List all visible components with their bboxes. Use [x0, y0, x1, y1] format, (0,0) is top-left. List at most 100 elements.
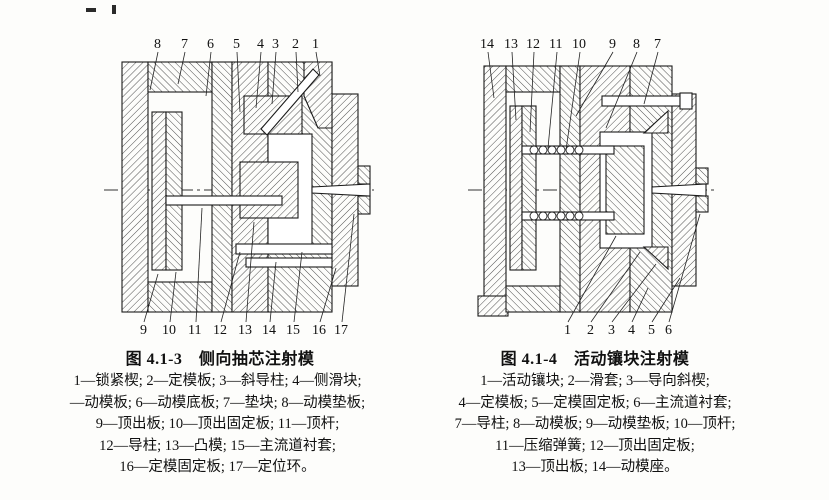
- locating-ring-upper: [357, 165, 371, 185]
- leader-line: [255, 51, 262, 109]
- locating-ring-lower: [357, 195, 371, 215]
- legend-line: —动模板; 6—动模底板; 7—垫块; 8—动模垫板;: [69, 394, 366, 411]
- callout-number: 4: [628, 323, 635, 338]
- leader-line: [293, 251, 303, 323]
- leader-line: [143, 273, 159, 323]
- ejector-retainer-plate: [521, 105, 537, 271]
- callout-number: 4: [257, 37, 264, 52]
- return-pin: [245, 257, 333, 268]
- leader-line: [271, 51, 277, 105]
- figure-legend-left: 1—锁紧楔; 2—定模板; 3—斜导柱; 4—侧滑块; —动模板; 6—动模底板…: [30, 371, 405, 479]
- leader-line: [245, 221, 255, 323]
- callout-numbers-bottom: 1 2 3 4 5 6: [564, 323, 672, 338]
- leader-line: [205, 51, 212, 97]
- legend-line: 7—导柱; 8—动模板; 9—动模垫板; 10—顶杆;: [454, 416, 736, 433]
- legend-line: 13—顶出板; 14—动模座。: [511, 459, 679, 476]
- leader-lines: [143, 51, 355, 323]
- leader-line: [611, 263, 657, 323]
- core-punch: [239, 161, 299, 219]
- legend-line: 16—定模固定板; 17—定位环。: [119, 459, 316, 476]
- moving-backing-plate: [559, 65, 581, 313]
- mold-base-plate: [121, 61, 149, 313]
- spring-coil: [538, 145, 548, 155]
- leader-line: [567, 235, 617, 323]
- guide-pillar: [601, 95, 681, 107]
- moving-mold-seat: [483, 65, 507, 313]
- legend-line: 1—活动镶块; 2—滑套; 3—导向斜楔;: [480, 373, 710, 389]
- leader-line: [529, 51, 535, 133]
- callout-number: 3: [608, 323, 615, 338]
- legend-line: 1—锁紧楔; 2—定模板; 3—斜导柱; 4—侧滑块;: [73, 373, 362, 389]
- spring-coil: [538, 211, 548, 221]
- callout-numbers-top: 8 7 6 5 4 3 2 1: [154, 37, 319, 52]
- callout-number: 2: [587, 323, 594, 338]
- callout-number: 17: [334, 323, 348, 338]
- callout-number: 12: [213, 323, 227, 338]
- ejector-rod: [165, 195, 283, 206]
- spring-coil: [529, 211, 539, 221]
- spring-coil: [565, 145, 575, 155]
- leader-line: [547, 51, 558, 149]
- leader-line: [195, 207, 203, 323]
- guide-pillar-head: [679, 92, 693, 110]
- spring-coil: [529, 145, 539, 155]
- angled-guide-pin: [260, 68, 320, 136]
- ejector-plate: [509, 105, 523, 271]
- callout-number: 13: [504, 37, 518, 52]
- leader-line: [590, 251, 641, 323]
- support-plate: [211, 61, 233, 313]
- callout-number: 6: [665, 323, 672, 338]
- callout-number: 14: [262, 323, 276, 338]
- leader-line: [149, 51, 159, 91]
- leader-line: [169, 271, 177, 323]
- spacer-block-bottom: [147, 281, 213, 313]
- callout-number: 14: [480, 37, 494, 52]
- leader-line: [315, 51, 321, 77]
- leader-lines: [487, 51, 701, 323]
- leader-line: [269, 261, 277, 323]
- callout-number: 7: [181, 37, 188, 52]
- leader-line: [341, 213, 355, 323]
- leader-line: [651, 277, 681, 323]
- callout-number: 9: [609, 37, 616, 52]
- leader-line: [643, 51, 659, 105]
- guide-wedge-bottom: [642, 246, 669, 271]
- leader-line: [177, 51, 186, 85]
- sprue-channel: [311, 183, 371, 197]
- spacer-block-bottom: [505, 285, 561, 313]
- callout-number: 8: [633, 37, 640, 52]
- callout-number: 9: [140, 323, 147, 338]
- callout-numbers-top: 14 13 12 11 10 9 8 7: [480, 37, 661, 52]
- callout-number: 11: [188, 323, 201, 338]
- spring-coil: [556, 211, 566, 221]
- figure-legend-right: 1—活动镶块; 2—滑套; 3—导向斜楔; 4—定模板; 5—定模固定板; 6—…: [425, 371, 765, 479]
- guide-pillar: [235, 243, 333, 255]
- sprue-bushing-upper: [695, 167, 709, 185]
- spring-coil: [574, 211, 584, 221]
- leader-line: [631, 287, 649, 323]
- callout-number: 5: [648, 323, 655, 338]
- callout-number: 10: [572, 37, 586, 52]
- spring-coil: [565, 211, 575, 221]
- legend-line: 4—定模板; 5—定模固定板; 6—主流道衬套;: [458, 394, 732, 411]
- figure-caption-right: 图 4.1-4 活动镶块注射模: [500, 351, 690, 368]
- leader-line: [668, 213, 701, 323]
- callout-numbers-bottom: 9 10 11 12 13 14 15 16 17: [140, 323, 348, 338]
- callout-number: 2: [292, 37, 299, 52]
- ejector-plate: [151, 111, 167, 271]
- callout-number: 11: [549, 37, 562, 52]
- figure-4-1-3-drawing: 8 7 6 5 4 3 2 1 9 10 11 12 13 14 15 16 1…: [104, 37, 374, 338]
- legend-line: 12—导柱; 13—凸模; 15—主流道衬套;: [99, 437, 336, 454]
- legend-line: 9—顶出板; 10—顶出固定板; 11—顶杆;: [95, 416, 340, 433]
- legend-line: 11—压缩弹簧; 12—顶出固定板;: [495, 437, 695, 454]
- callout-number: 5: [233, 37, 240, 52]
- spacer-block-top: [147, 61, 213, 93]
- movable-insert: [605, 145, 645, 235]
- sprue-bushing-lower: [695, 195, 709, 213]
- callout-number: 1: [564, 323, 571, 338]
- figure-4-1-4-drawing: 14 13 12 11 10 9 8 7 1 2 3 4 5 6: [468, 37, 718, 338]
- callout-number: 6: [207, 37, 214, 52]
- spring-coil: [556, 145, 566, 155]
